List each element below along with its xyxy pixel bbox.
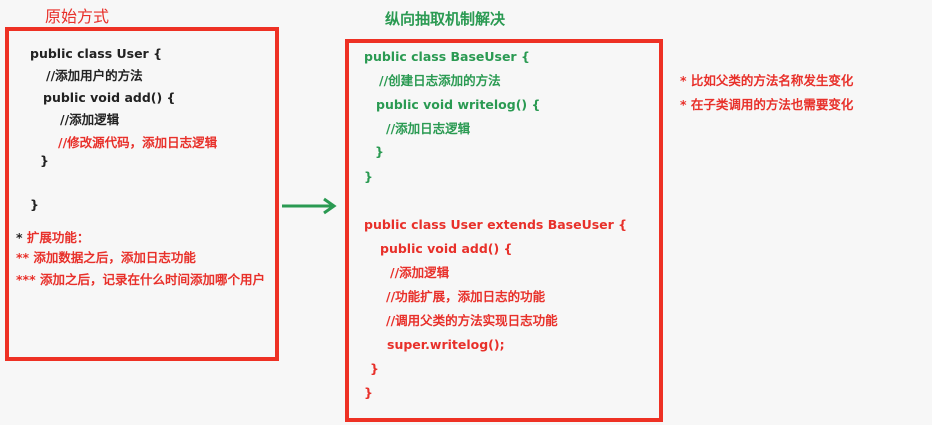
code-line: public void add() { (43, 90, 176, 105)
code-line: } (364, 385, 373, 400)
code-line: //添加日志逻辑 (386, 121, 471, 136)
code-line: } (370, 361, 379, 376)
side-note: * 在子类调用的方法也需要变化 (680, 97, 854, 112)
left-title: 原始方式 (45, 7, 110, 26)
note-line: * 扩展功能： (16, 230, 89, 246)
note-line: *** 添加之后，记录在什么时间添加哪个用户 (16, 272, 265, 287)
note-text: 扩展功能： (26, 230, 90, 245)
code-line: //创建日志添加的方法 (379, 73, 501, 88)
note-star: * (16, 230, 27, 245)
code-line: //功能扩展，添加日志的功能 (386, 289, 546, 304)
code-line: } (364, 169, 373, 184)
code-line: } (375, 144, 384, 159)
side-note: * 比如父类的方法名称发生变化 (680, 73, 854, 88)
code-line: //修改源代码，添加日志逻辑 (58, 135, 218, 150)
code-line: public class User { (30, 46, 162, 61)
code-line: super.writelog(); (387, 337, 505, 352)
note-line: ** 添加数据之后，添加日志功能 (16, 250, 196, 265)
code-line: } (30, 197, 39, 212)
code-line: public void writelog() { (376, 97, 541, 112)
vertical-extraction-box (345, 39, 663, 422)
code-line: //添加逻辑 (60, 112, 120, 127)
original-approach-box (5, 27, 279, 361)
code-line: public class User extends BaseUser { (364, 217, 628, 232)
code-line: } (40, 153, 49, 168)
right-title: 纵向抽取机制解决 (385, 10, 506, 28)
code-line: //调用父类的方法实现日志功能 (386, 313, 558, 328)
code-line: public class BaseUser { (364, 49, 530, 64)
arrow-right-icon (282, 197, 337, 215)
code-line: //添加逻辑 (390, 265, 450, 280)
code-line: public void add() { (380, 241, 513, 256)
code-line: //添加用户的方法 (46, 68, 143, 83)
